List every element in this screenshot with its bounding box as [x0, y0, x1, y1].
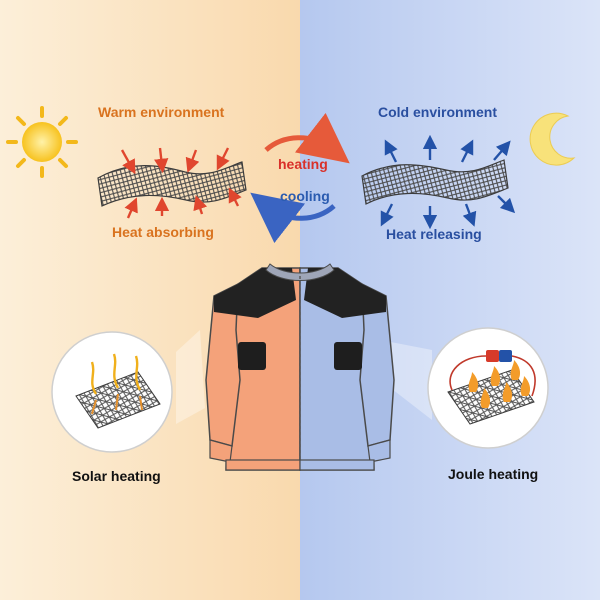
right-shoulder-panel	[304, 268, 386, 318]
heat-out-arrow-icon	[493, 140, 511, 161]
heat-in-arrow-icon	[154, 147, 169, 174]
heating-label: heating	[278, 156, 328, 172]
heat-out-arrow-icon	[462, 203, 477, 227]
heat-in-arrow-icon	[185, 149, 200, 173]
heat-in-arrow-icon	[216, 147, 230, 171]
cold-environment-label: Cold environment	[378, 104, 498, 120]
cooling-label: cooling	[280, 188, 330, 204]
cold-fabric	[361, 134, 516, 230]
heat-in-arrow-icon	[124, 197, 138, 219]
heat-out-arrow-icon	[380, 203, 394, 227]
heat-out-arrow-icon	[384, 139, 398, 163]
joule-heating-inset	[427, 327, 549, 449]
battery-icon	[486, 350, 512, 362]
heat-releasing-label: Heat releasing	[386, 226, 482, 242]
warm-fabric	[97, 147, 247, 219]
flame-icon	[468, 360, 531, 408]
heat-in-arrow-icon	[120, 149, 136, 175]
joule-heating-label: Joule heating	[448, 466, 539, 482]
heat-in-arrow-icon	[228, 187, 242, 207]
heat-absorbing-label: Heat absorbing	[112, 224, 214, 240]
sunlight-ray-icon	[90, 353, 142, 395]
heat-out-arrow-icon	[460, 139, 474, 163]
left-heating-patch	[238, 342, 266, 370]
jacket	[205, 263, 395, 471]
left-shoulder-panel	[214, 268, 296, 318]
warm-environment-label: Warm environment	[98, 104, 225, 120]
heating-arrow-icon	[264, 112, 350, 164]
solar-heating-inset	[51, 331, 173, 453]
solar-heating-label: Solar heating	[72, 468, 161, 484]
heat-out-arrow-icon	[497, 195, 516, 214]
cooling-arrow-icon	[250, 192, 336, 244]
moon-icon	[529, 112, 576, 166]
solar-callout-beam	[176, 330, 205, 424]
sun-icon	[6, 106, 78, 178]
heat-in-arrow-icon	[193, 195, 208, 215]
right-heating-patch	[334, 342, 362, 370]
